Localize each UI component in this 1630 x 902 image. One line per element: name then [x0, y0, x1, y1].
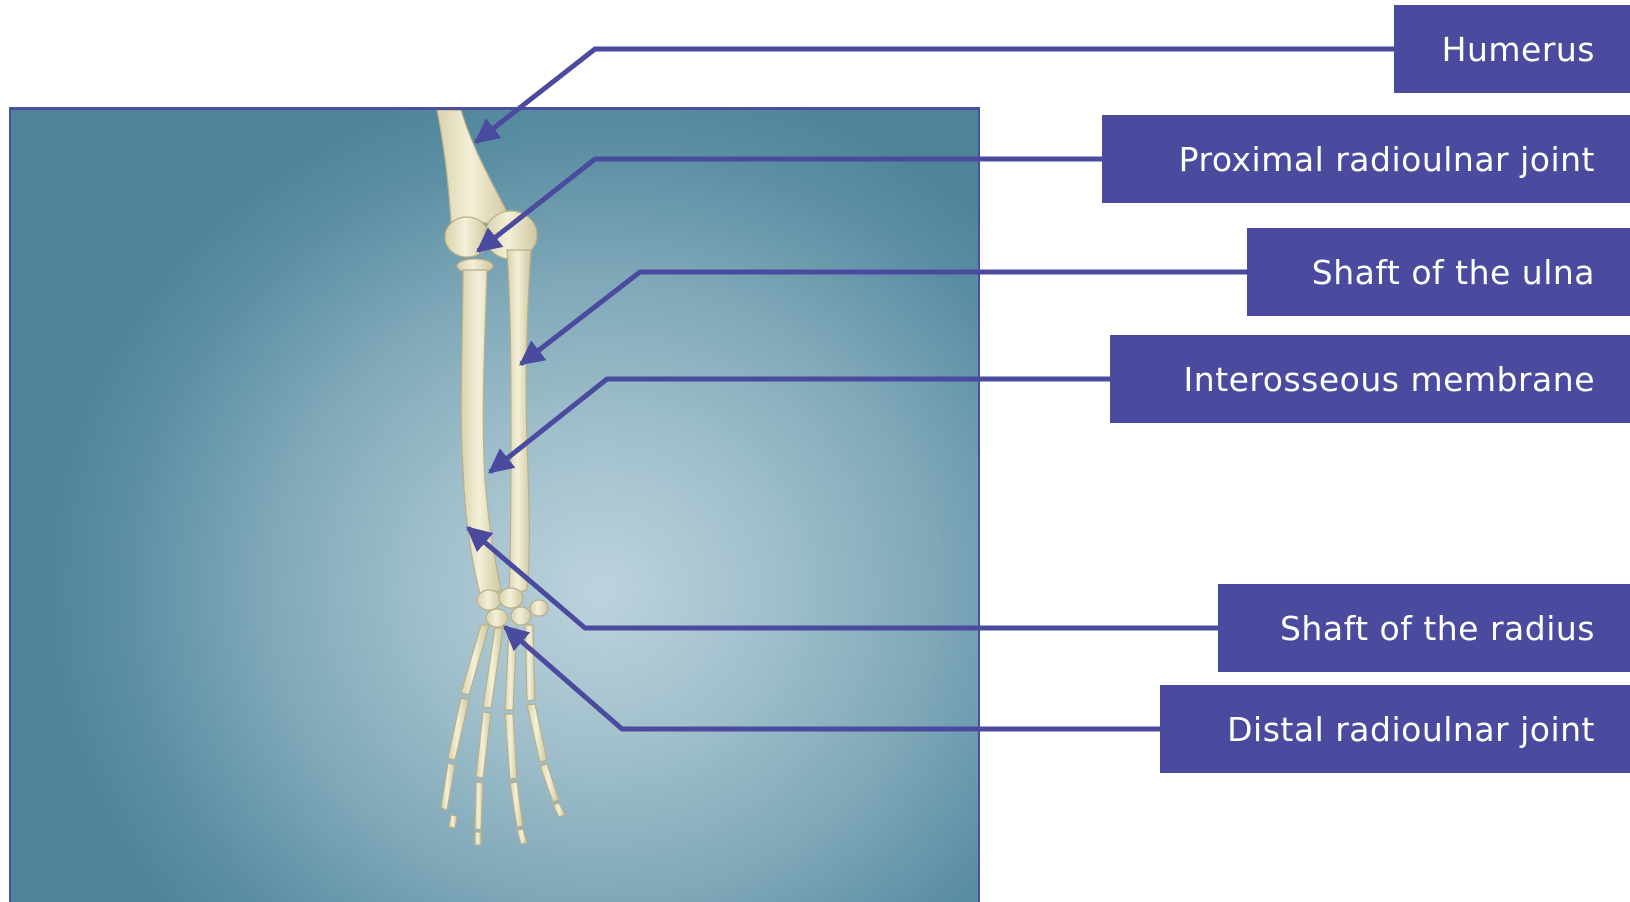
phalanx-bone — [475, 782, 483, 830]
carpal-bone — [530, 600, 548, 616]
forearm-illustration-panel — [9, 107, 980, 902]
metacarpal-bone — [525, 625, 535, 701]
humerus-bone — [437, 110, 511, 228]
label-distal-radioulnar-joint-text: Distal radioulnar joint — [1227, 710, 1595, 749]
label-proximal-radioulnar-joint-text: Proximal radioulnar joint — [1179, 140, 1595, 179]
phalanx-bone — [540, 764, 559, 802]
phalanx-bone — [449, 815, 457, 828]
carpal-bone — [477, 590, 501, 610]
label-shaft-of-radius: Shaft of the radius — [1218, 584, 1630, 672]
phalanx-bone — [476, 712, 491, 778]
label-shaft-of-ulna-text: Shaft of the ulna — [1312, 253, 1595, 292]
label-humerus-text: Humerus — [1442, 30, 1595, 69]
forearm-skeleton-image — [11, 110, 980, 902]
label-interosseous-membrane: Interosseous membrane — [1110, 335, 1630, 423]
radius-bone — [461, 270, 501, 598]
elbow-condyle-medial — [445, 217, 489, 257]
metacarpal-bone — [461, 625, 489, 695]
ulna-bone — [507, 250, 531, 594]
phalanx-bone — [510, 782, 523, 827]
phalanx-bone — [441, 763, 455, 810]
metacarpal-bone — [483, 628, 503, 708]
phalanx-bone — [505, 714, 517, 779]
phalanx-bone — [553, 803, 565, 817]
label-interosseous-membrane-text: Interosseous membrane — [1184, 360, 1595, 399]
label-shaft-of-radius-text: Shaft of the radius — [1280, 609, 1595, 648]
label-distal-radioulnar-joint: Distal radioulnar joint — [1160, 685, 1630, 773]
carpal-bone — [511, 607, 531, 625]
phalanx-bone — [448, 698, 469, 760]
carpal-bone — [499, 588, 523, 608]
carpal-bone — [486, 609, 508, 627]
phalanx-bone — [527, 704, 547, 762]
phalanx-bone — [517, 829, 527, 844]
label-humerus: Humerus — [1394, 5, 1630, 93]
label-proximal-radioulnar-joint: Proximal radioulnar joint — [1102, 115, 1630, 203]
metacarpal-bone — [505, 628, 517, 710]
label-shaft-of-ulna: Shaft of the ulna — [1247, 228, 1630, 316]
phalanx-bone — [475, 832, 481, 845]
